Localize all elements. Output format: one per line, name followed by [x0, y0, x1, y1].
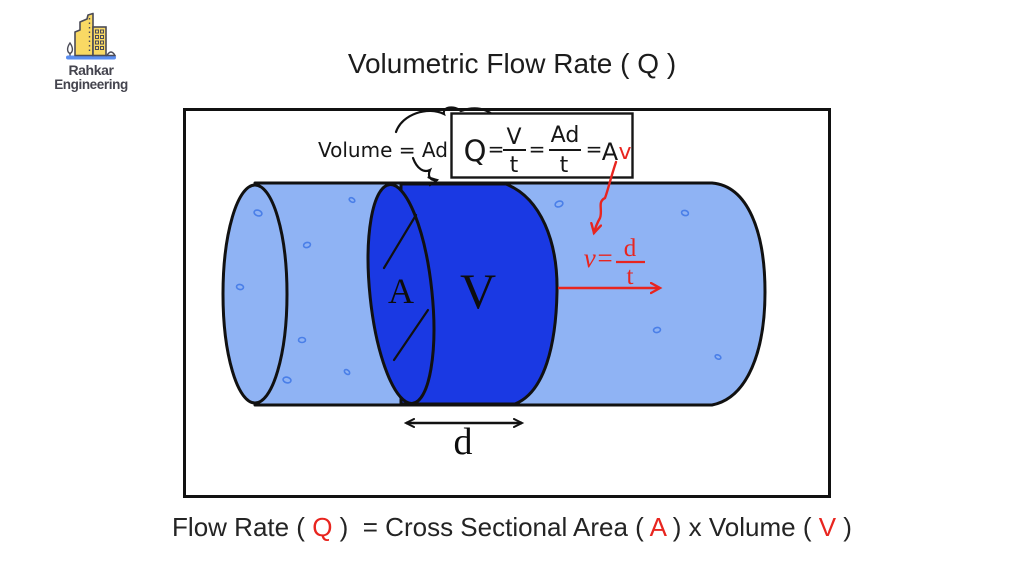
formula-eq1: =: [488, 137, 505, 161]
squiggle-arrow-to-section: [411, 156, 440, 187]
footer-seg-2: ) = Cross Sectional Area (: [332, 512, 650, 542]
footer-v-red: V: [818, 512, 837, 542]
footer-seg-3: ) x Volume (: [665, 512, 819, 542]
volume-label: V: [460, 263, 496, 319]
velocity-lhs: v=: [584, 243, 614, 273]
flow-rate-formula-box: [450, 112, 634, 179]
logo: Rahkar Engineering: [36, 10, 146, 92]
velocity-numerator: d: [624, 235, 637, 262]
pipe-left-cap: [221, 183, 289, 405]
page-title: Volumetric Flow Rate ( Q ): [347, 48, 677, 79]
fluid-bubbles: [235, 196, 722, 384]
logo-small-building: [92, 26, 107, 57]
footer-a-red: A: [649, 512, 666, 542]
flow-rate-formula: Q = V t = Ad t = A v: [464, 123, 632, 178]
footer-seg-4: ): [836, 512, 852, 542]
footer-q-red: Q: [312, 512, 333, 542]
red-squiggle-arrow: [594, 160, 618, 233]
volume-formula-annotation: Volume = Ad: [318, 138, 448, 162]
formula-a: A: [602, 138, 619, 166]
formula-v-red: v: [618, 140, 631, 165]
logo-text-line2: Engineering: [54, 76, 128, 92]
formula-ad-numerator: Ad: [551, 123, 580, 148]
cross-section-hatch-lines: [382, 213, 430, 362]
fluid-volume-section: [399, 182, 559, 406]
formula-eq3: =: [586, 137, 603, 161]
formula-q: Q: [464, 134, 487, 168]
logo-mound: [105, 51, 117, 57]
logo-text: Rahkar Engineering: [36, 63, 146, 92]
formula-t-denominator-1: t: [510, 153, 519, 178]
formula-eq2: =: [529, 137, 546, 161]
footer-seg-1: Flow Rate (: [172, 512, 313, 542]
footer-equation: Flow Rate ( Q ) = Cross Sectional Area (…: [0, 512, 1024, 543]
logo-window-grid: [95, 29, 104, 50]
curved-arrow-to-box: [394, 106, 502, 134]
logo-base-line: [66, 55, 116, 60]
logo-building-icon: [66, 12, 117, 60]
formula-v-numerator: V: [506, 125, 521, 150]
area-label: A: [388, 271, 414, 311]
velocity-equation: v= d t: [584, 235, 645, 290]
distance-label: d: [454, 421, 473, 463]
cross-section-face: [366, 183, 436, 405]
formula-t-denominator-2: t: [560, 153, 569, 178]
velocity-denominator: t: [627, 263, 634, 290]
logo-text-line1: Rahkar: [68, 62, 114, 78]
